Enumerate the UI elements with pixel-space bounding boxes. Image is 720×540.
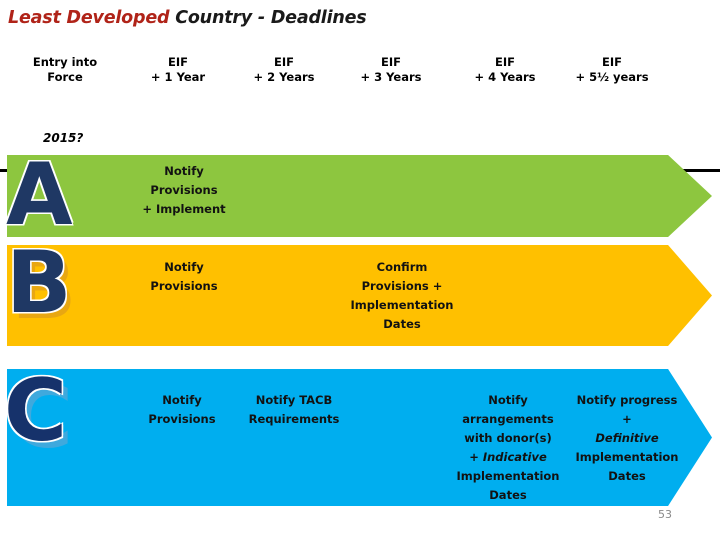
phase-letter-c: C xyxy=(4,361,68,461)
phase-band-a xyxy=(7,155,712,237)
timeline-node-label-line1: EIF xyxy=(274,55,294,69)
timeline-node-label-line2: + 4 Years xyxy=(474,69,536,84)
phase-cell-line: Implementation xyxy=(350,298,454,312)
timeline-node-label-line1: EIF xyxy=(381,55,401,69)
phase-cell-line: Provisions xyxy=(148,412,216,426)
timeline-node-label: EIF+ 1 Year xyxy=(118,55,238,84)
phase-cell-line: Notify progress xyxy=(576,393,678,407)
timeline-node-label: EIF+ 3 Years xyxy=(331,55,451,84)
phase-cell-line: Notify xyxy=(164,164,204,178)
timeline-node-label-line2: + 5½ years xyxy=(575,69,649,84)
timeline-sub-label: 2015? xyxy=(43,131,84,145)
timeline-node-label-line2: + 1 Year xyxy=(150,69,206,84)
phase-cell-line: Definitive xyxy=(564,429,690,448)
phase-cell-line: Confirm xyxy=(376,260,428,274)
phase-cell-line: Dates xyxy=(489,488,527,502)
phase-cell-line: Notify xyxy=(162,393,202,407)
timeline-node-label: EIF+ 4 Years xyxy=(445,55,565,84)
timeline-node-label-line1: EIF xyxy=(602,55,622,69)
phase-cell-line: Notify xyxy=(488,393,528,407)
timeline-node-label: EIF+ 2 Years xyxy=(224,55,344,84)
phase-cell-text: Notify TACB Requirements xyxy=(232,391,356,429)
phase-band-arrow-shape xyxy=(7,369,712,506)
page-title: Least Developed Country - Deadlines xyxy=(8,8,367,28)
emphasis-word: Indicative xyxy=(482,450,547,464)
phase-cell-line: Requirements xyxy=(248,412,340,426)
emphasis-word: Definitive xyxy=(595,431,659,445)
phase-cell-text: Notify arrangements with donor(s) + Indicat… xyxy=(446,391,570,505)
phase-cell-line: arrangements xyxy=(462,412,554,426)
timeline-node-label: EIF+ 5½ years xyxy=(552,55,672,84)
phase-letter-b: B xyxy=(6,233,72,333)
slide-number: 53 xyxy=(658,508,672,521)
phase-cell-line: + Implement xyxy=(142,202,226,216)
phase-cell-line: + Indicative xyxy=(469,450,547,464)
phase-letter-a: A xyxy=(6,145,73,245)
phase-cell-line: Provisions xyxy=(150,279,218,293)
phase-cell-line: Notify TACB xyxy=(255,393,333,407)
timeline-node-label-line1: EIF xyxy=(168,55,188,69)
page-title-highlight: Least Developed xyxy=(8,8,170,28)
phase-cell-line: Dates xyxy=(383,317,421,331)
timeline-node-label-line1: EIF xyxy=(495,55,515,69)
phase-band-c xyxy=(7,369,712,506)
phase-cell-line: Implementation xyxy=(456,469,560,483)
timeline-node-label-line2: Force xyxy=(47,69,83,84)
page-title-rest: Country - Deadlines xyxy=(169,8,367,28)
phase-cell-line: Provisions + xyxy=(361,279,443,293)
phase-band-arrow-shape xyxy=(7,155,712,237)
phase-cell-line: Provisions xyxy=(150,183,218,197)
timeline-node-label-line2: + 2 Years xyxy=(253,69,315,84)
phase-cell-line: with donor(s) xyxy=(464,431,552,445)
phase-cell-line: Notify xyxy=(164,260,204,274)
timeline-node-label-line1: Entry into xyxy=(32,55,98,69)
phase-band-b xyxy=(7,245,712,346)
phase-cell-line: Dates xyxy=(608,469,646,483)
phase-cell-line: + xyxy=(622,412,632,426)
phase-cell-line: Implementation xyxy=(575,450,679,464)
timeline-node-label-line2: + 3 Years xyxy=(360,69,422,84)
phase-band-arrow-shape xyxy=(7,245,712,346)
